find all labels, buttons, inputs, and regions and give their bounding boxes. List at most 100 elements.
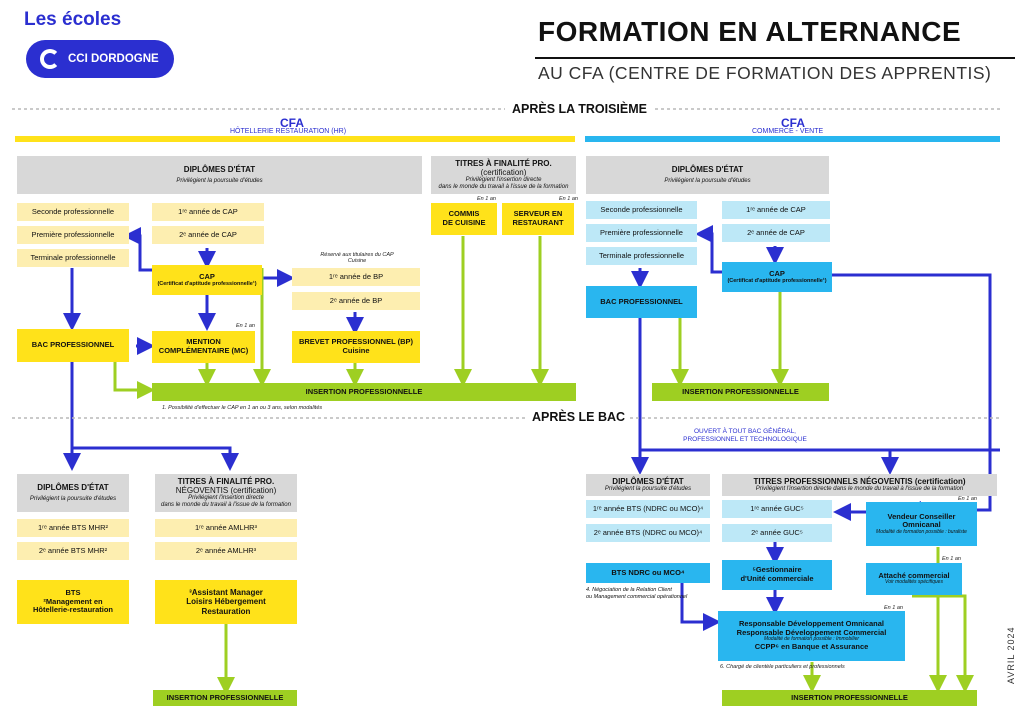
amlhr-label2: Loisirs Hébergement: [186, 597, 266, 607]
bac-hr-diplomes-sub: Privilégient la poursuite d'études: [29, 496, 117, 503]
bac-cv-titres-title: TITRES PROFESSIONNELS NÉGOVENTIS (certif…: [753, 476, 966, 486]
cci-logo-icon: [40, 49, 60, 69]
hr-titres-sub: Privilégient l'insertion directe: [465, 177, 542, 184]
logo-text: CCI DORDOGNE: [68, 53, 159, 65]
hr-bp-label: BREVET PROFESSIONNEL (BP): [298, 337, 414, 347]
rdo-label: Responsable Développement Omnicanal: [738, 619, 885, 629]
hr-cap-sub: (Certificat d'aptitude professionnelle¹): [157, 281, 257, 288]
amlhr-year-1: 1ʳᵉ année AMLHR³: [155, 519, 297, 537]
bts-ndrc-mco: BTS NDRC ou MCO⁴: [586, 563, 710, 583]
rdo-note: 6. Chargé de clientèle particuliers et p…: [720, 664, 845, 670]
hr-insertion-pro: INSERTION PROFESSIONNELLE: [152, 383, 576, 401]
bac-hr-diplomes-title: DIPLÔMES D'ÉTAT: [37, 482, 109, 492]
hr-commis-label: COMMIS: [448, 209, 480, 219]
hr-diplomes-header: DIPLÔMES D'ÉTAT Privilégient la poursuit…: [17, 156, 422, 194]
hr-mention-complementaire: MENTION COMPLÉMENTAIRE (MC): [152, 331, 255, 363]
hr-diplomes-sub: Privilégient la poursuite d'études: [176, 178, 263, 185]
attache-en1an: En 1 an: [942, 556, 961, 562]
vco-label2: Omnicanal: [902, 520, 941, 530]
hr-titres-sub2: dans le monde du travail à l'issue de la…: [438, 184, 569, 191]
cci-logo[interactable]: CCI DORDOGNE: [26, 40, 174, 78]
rdo-label3: CCPP⁶ en Banque et Assurance: [754, 642, 869, 652]
schools-title: Les écoles: [24, 9, 122, 30]
bac-cv-open-line2: PROFESSIONNEL ET TECHNOLOGIQUE: [683, 435, 807, 443]
hr-cap-year-2: 2ᵉ année de CAP: [152, 226, 264, 244]
bac-hr-titres-title: TITRES À FINALITÉ PRO.: [177, 476, 275, 486]
section-after-bac: APRÈS LE BAC: [532, 410, 626, 424]
bac-cv-diplomes-title: DIPLÔMES D'ÉTAT: [612, 476, 684, 486]
hr-cap-year-1: 1ʳᵉ année de CAP: [152, 203, 264, 221]
bac-cv-insertion-pro: INSERTION PROFESSIONNELLE: [722, 690, 977, 706]
hr-mc-label2: COMPLÉMENTAIRE (MC): [158, 346, 249, 355]
hr-bp-year-1: 1ʳᵉ année de BP: [292, 268, 420, 286]
cv-terminale-pro: Terminale professionnelle: [586, 247, 697, 265]
section-after-3e: APRÈS LA TROISIÈME: [512, 102, 647, 116]
bts-ndrc-year-2: 2ᵉ année BTS (NDRC ou MCO)⁴: [586, 524, 710, 542]
bts-mhr-year-1: 1ʳᵉ année BTS MHR²: [17, 519, 129, 537]
bac-cv-diplomes-header: DIPLÔMES D'ÉTAT Privilégient la poursuit…: [586, 474, 710, 496]
hr-serveur-en1an: En 1 an: [559, 196, 578, 202]
bac-cv-diplomes-sub: Privilégient la poursuite d'études: [604, 486, 692, 493]
guc-label2: d'Unité commerciale: [740, 574, 814, 583]
bts-note-line1: 4. Négociation de la Relation Client: [586, 587, 672, 593]
hr-serveur-label2: RESTAURANT: [512, 218, 564, 227]
bts-mhr: BTS ²Management en Hôtellerie-restaurati…: [17, 580, 129, 624]
cv-diplomes-sub: Privilégient la poursuite d'études: [664, 178, 751, 185]
cv-premiere-pro: Première professionnelle: [586, 224, 697, 242]
attache-commercial: Attaché commercial Voir modalités spécif…: [866, 563, 962, 595]
bts-mhr-label3: Hôtellerie-restauration: [32, 605, 114, 615]
amlhr-year-2: 2ᵉ année AMLHR³: [155, 542, 297, 560]
cv-sector-label: COMMERCE - VENTE: [752, 128, 824, 135]
guc-year-2: 2ᵉ année GUC⁵: [722, 524, 832, 542]
cv-cap-sub: (Certificat d'aptitude professionnelle¹): [727, 278, 827, 285]
guc-label: ⁵Gestionnaire: [752, 565, 802, 575]
bac-hr-titres-title2: NÉGOVENTIS (certification): [175, 486, 277, 496]
bts-mhr-year-2: 2ᵉ année BTS MHR²: [17, 542, 129, 560]
date-label: AVRIL 2024: [1006, 626, 1016, 684]
hr-bp-label2: Cuisine: [342, 346, 370, 355]
hr-mc-label: MENTION: [186, 337, 221, 347]
rdo-sub: Modalité de formation possible : Immobil…: [763, 636, 860, 643]
hr-serveur-restaurant: SERVEUR EN RESTAURANT: [502, 203, 574, 235]
hr-seconde-pro: Seconde professionnelle: [17, 203, 129, 221]
amlhr-label3: Restauration: [201, 606, 251, 616]
guc-year-1: 1ʳᵉ année GUC⁵: [722, 500, 832, 518]
cv-cap-label: CAP: [769, 268, 785, 278]
cv-cfa-label: CFA: [781, 116, 805, 130]
attache-label: Attaché commercial: [878, 570, 950, 580]
hr-commis-label2: DE CUISINE: [442, 218, 486, 227]
hr-footnote: 1. Possibilité d'effectuer le CAP en 1 a…: [162, 405, 323, 411]
bac-hr-titres-header: TITRES À FINALITÉ PRO. NÉGOVENTIS (certi…: [155, 474, 297, 512]
guc: ⁵Gestionnaire d'Unité commerciale: [722, 560, 832, 590]
hr-mc-en1an: En 1 an: [236, 323, 255, 329]
cv-insertion-pro: INSERTION PROFESSIONNELLE: [652, 383, 829, 401]
bts-note-line2: ou Management commercial opérationnel: [586, 593, 688, 600]
cv-cap-year-1: 1ʳᵉ année de CAP: [722, 201, 830, 219]
amlhr-label: ³Assistant Manager: [189, 588, 263, 598]
vendeur-conseiller-omnicanal: Vendeur Conseiller Omnicanal Modalité de…: [866, 502, 977, 546]
cv-diplomes-title: DIPLÔMES D'ÉTAT: [671, 164, 744, 174]
hr-commis-en1an: En 1 an: [477, 196, 496, 202]
bac-hr-insertion-pro: INSERTION PROFESSIONNELLE: [153, 690, 297, 706]
attache-sub: Voir modalités spécifiques: [885, 579, 943, 586]
cv-cap: CAP (Certificat d'aptitude professionnel…: [722, 262, 832, 292]
hr-titres-title: TITRES À FINALITÉ PRO.: [455, 158, 552, 168]
bac-cv-open-line1: OUVERT À TOUT BAC GÉNÉRAL,: [694, 428, 796, 435]
hr-sector-bar: [15, 136, 575, 142]
bac-hr-titres-sub: Privilégient l'insertion directe: [188, 495, 264, 502]
bts-note: 4. Négociation de la Relation Client ou …: [586, 587, 687, 600]
bac-cv-titres-sub: Privilégient l'insertion directe dans le…: [755, 486, 964, 493]
responsable-developpement: Responsable Développement Omnicanal Resp…: [718, 611, 905, 661]
rdo-en1an: En 1 an: [884, 605, 903, 611]
rdo-label2: Responsable Développement Commercial: [736, 627, 887, 637]
bac-hr-diplomes-header: DIPLÔMES D'ÉTAT Privilégient la poursuit…: [17, 474, 129, 512]
hr-cap: CAP (Certificat d'aptitude professionnel…: [152, 265, 262, 295]
hr-terminale-pro: Terminale professionnelle: [17, 249, 129, 267]
bts-mhr-label2: ²Management en: [43, 596, 103, 606]
vco-label: Vendeur Conseiller: [887, 511, 956, 521]
hr-premiere-pro: Première professionnelle: [17, 226, 129, 244]
bac-cv-open: OUVERT À TOUT BAC GÉNÉRAL, PROFESSIONNEL…: [680, 428, 810, 444]
bac-hr-titres-sub2: dans le monde du travail à l'issue de la…: [161, 502, 291, 509]
hr-brevet-pro: BREVET PROFESSIONNEL (BP) Cuisine: [292, 331, 420, 363]
page-title: FORMATION EN ALTERNANCE: [538, 16, 962, 47]
